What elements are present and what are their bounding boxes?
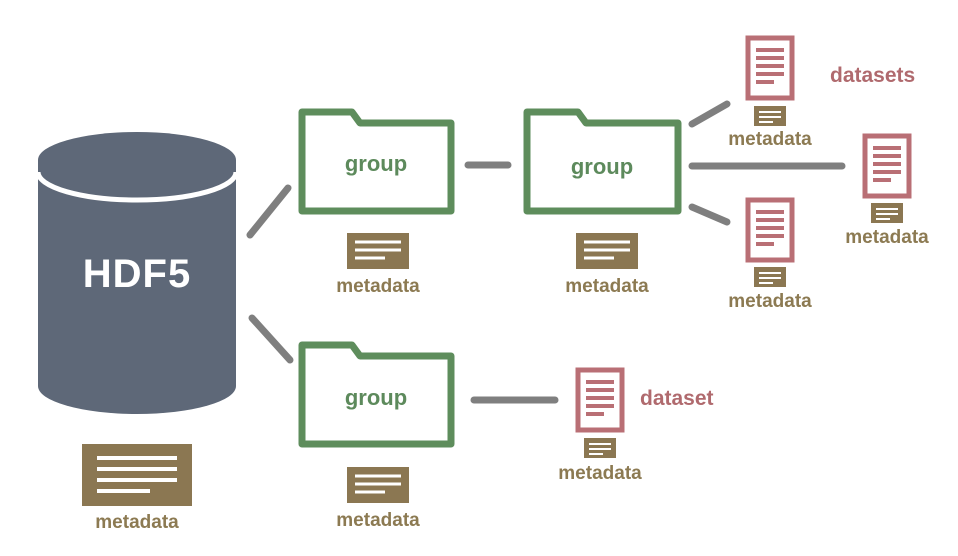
root-metadata-label: metadata	[95, 512, 179, 533]
connectors	[246, 100, 846, 404]
dataset-1-metadata-label: metadata	[728, 129, 812, 150]
group-label-2: group	[570, 154, 634, 179]
connector-group2-dataset1	[688, 100, 731, 128]
dataset-4-metadata-label: metadata	[558, 463, 642, 484]
dataset-annotation: dataset	[640, 387, 714, 410]
group-label-3: group	[344, 385, 408, 410]
metadata-icon-group-1	[347, 233, 409, 269]
dataset-2-metadata-label: metadata	[845, 227, 929, 248]
metadata-icon-dataset-3	[754, 267, 786, 287]
dataset-3-metadata-label: metadata	[728, 291, 812, 312]
dataset-document-icon-1	[745, 35, 795, 101]
dataset-document-icon-2	[862, 133, 912, 199]
hdf5-database-icon	[35, 132, 239, 414]
metadata-icon-dataset-4	[584, 438, 616, 458]
group-folder-icon-1	[298, 108, 455, 215]
metadata-icon-dataset-2	[871, 203, 903, 223]
group-2-metadata-label: metadata	[565, 276, 649, 297]
group-folder-icon-3	[298, 341, 455, 448]
metadata-icon-dataset-1	[754, 106, 786, 126]
group-3-metadata-label: metadata	[336, 510, 420, 531]
connector-group2-dataset3	[688, 203, 731, 226]
metadata-icon-group-3	[347, 467, 409, 503]
group-label-1: group	[344, 151, 408, 176]
dataset-document-icon-4	[575, 367, 625, 433]
group-folder-icon-2	[523, 108, 682, 215]
metadata-icon-root	[82, 444, 192, 506]
dataset-document-icon-3	[745, 197, 795, 263]
connector-root-group3	[248, 314, 294, 364]
metadata-icon-group-2	[576, 233, 638, 269]
connector-root-group1	[246, 184, 292, 239]
group-1-metadata-label: metadata	[336, 276, 420, 297]
datasets-annotation: datasets	[830, 64, 916, 87]
root-label: HDF5	[82, 252, 192, 296]
